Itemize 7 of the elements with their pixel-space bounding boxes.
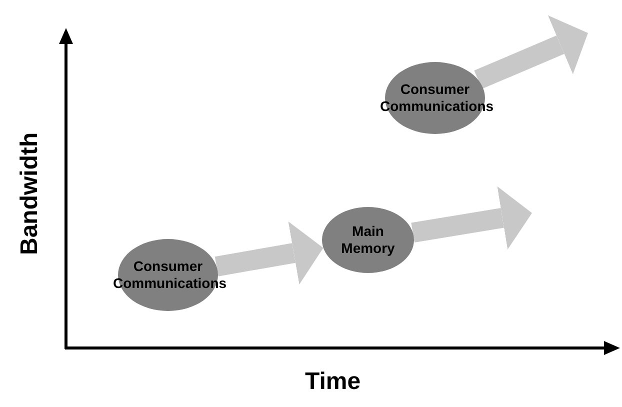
y-axis-label: Bandwidth bbox=[16, 135, 44, 255]
block-arrow bbox=[214, 221, 324, 285]
node-label: Main Memory bbox=[340, 223, 396, 257]
x-axis-label: Time bbox=[305, 368, 361, 396]
ellipse-node bbox=[322, 207, 414, 273]
block-arrow bbox=[474, 15, 588, 89]
block-arrow bbox=[411, 186, 532, 250]
